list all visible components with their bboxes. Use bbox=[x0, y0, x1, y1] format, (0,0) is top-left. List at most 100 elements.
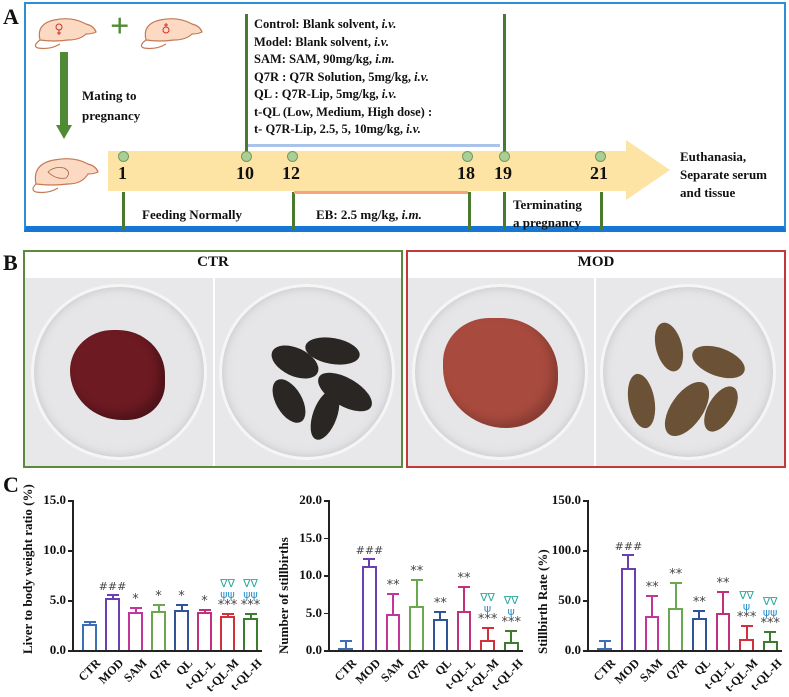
eb-period-line bbox=[294, 191, 468, 194]
liver-specimen bbox=[443, 318, 558, 428]
error-cap bbox=[129, 607, 142, 609]
y-tick-label: 20.0 bbox=[299, 492, 322, 507]
day19-dot bbox=[499, 151, 510, 162]
y-tick-mark bbox=[583, 550, 587, 552]
x-tick-label: Q7R bbox=[662, 656, 690, 683]
error-cap bbox=[198, 609, 211, 611]
y-tick-mark bbox=[583, 650, 587, 652]
panel-label-b: B bbox=[3, 250, 18, 275]
panel-a-timeline bbox=[24, 2, 786, 232]
panel-label-a: A bbox=[3, 4, 19, 29]
ctr-photo-panel: CTR bbox=[23, 250, 403, 468]
error-bar bbox=[603, 640, 606, 648]
y-tick-label: 50.0 bbox=[558, 592, 581, 607]
significance-nabla: ∇∇ bbox=[480, 590, 495, 604]
significance-star: * bbox=[155, 589, 162, 604]
error-cap bbox=[387, 593, 400, 595]
y-tick-label: 150.0 bbox=[551, 492, 581, 507]
significance-star: ** bbox=[433, 596, 447, 611]
error-cap bbox=[175, 604, 188, 606]
error-cap bbox=[152, 604, 165, 606]
day10-marker-line bbox=[245, 14, 248, 154]
treatment-item: Q7R : Q7R Solution, 5mg/kg, i.v. bbox=[254, 69, 429, 84]
timeline-arrowhead bbox=[626, 140, 670, 200]
error-bar bbox=[651, 595, 654, 616]
significance-star: ** bbox=[692, 595, 706, 610]
y-axis bbox=[72, 500, 74, 650]
significance-psi: ψψ bbox=[762, 606, 778, 619]
bar bbox=[362, 566, 377, 650]
significance-star: ** bbox=[457, 570, 471, 586]
treatment-item: t-QL (Low, Medium, High dose) : bbox=[254, 104, 433, 119]
bar bbox=[503, 641, 519, 650]
significance-star: *** bbox=[240, 598, 261, 613]
significance-nabla: ∇∇ bbox=[762, 595, 778, 608]
day10-dot bbox=[241, 151, 252, 162]
y-axis-label: Liver to body weight ratio (%) bbox=[20, 484, 35, 654]
bar bbox=[105, 598, 120, 650]
error-bar bbox=[368, 557, 371, 566]
mating-label: Mating to pregnancy bbox=[82, 86, 140, 126]
error-bar bbox=[180, 604, 183, 610]
mod-photo-panel: MOD bbox=[406, 250, 786, 468]
eb-label: EB: 2.5 mg/kg, i.m. bbox=[316, 207, 422, 222]
day1-marker-line bbox=[122, 192, 125, 230]
y-axis-label: Number of stillbirths bbox=[276, 537, 291, 654]
significance-psi: ψψ bbox=[243, 588, 258, 601]
error-bar bbox=[745, 625, 748, 639]
error-cap bbox=[363, 557, 376, 560]
day19-lower-marker-line bbox=[503, 192, 506, 230]
plus-icon: + bbox=[110, 8, 130, 45]
significance-star: * bbox=[132, 592, 139, 607]
y-tick-mark bbox=[68, 500, 72, 502]
x-tick-label: Q7R bbox=[403, 656, 431, 683]
error-bar bbox=[698, 610, 701, 618]
bar bbox=[128, 612, 143, 650]
error-bar bbox=[769, 631, 772, 641]
error-bar bbox=[134, 607, 137, 612]
treatment-period-line bbox=[248, 144, 500, 147]
significance-nabla: ∇∇ bbox=[503, 593, 519, 607]
error-cap bbox=[764, 631, 777, 633]
y-tick-mark bbox=[324, 537, 328, 539]
error-bar bbox=[415, 578, 418, 606]
y-tick-label: 5.0 bbox=[305, 604, 322, 620]
treatment-list: Control: Blank solvent, i.v. Model: Blan… bbox=[254, 16, 432, 139]
error-cap bbox=[434, 611, 447, 613]
ctr-liver-photo bbox=[25, 278, 213, 466]
significance-star: ** bbox=[410, 563, 424, 579]
x-axis bbox=[328, 650, 523, 652]
x-tick-label: Q7R bbox=[145, 656, 173, 683]
feeding-label: Feeding Normally bbox=[142, 207, 243, 222]
error-bar bbox=[157, 604, 160, 611]
y-tick-label: 5.0 bbox=[49, 592, 66, 607]
pregnant-rat-icon bbox=[32, 158, 99, 194]
down-arrow-icon bbox=[56, 125, 72, 139]
day18-marker-line bbox=[468, 192, 471, 230]
y-tick-mark bbox=[68, 650, 72, 652]
significance-star: ** bbox=[669, 567, 683, 582]
error-bar bbox=[721, 591, 724, 613]
y-axis-label: Stillbirth Rate (%) bbox=[535, 549, 550, 654]
error-cap bbox=[693, 610, 706, 612]
y-tick-mark bbox=[583, 500, 587, 502]
error-cap bbox=[598, 640, 611, 642]
significance-psi: ψ bbox=[483, 601, 492, 615]
significance-star: ** bbox=[386, 578, 400, 593]
significance-nabla: ∇∇ bbox=[220, 577, 235, 590]
mod-feces-photo bbox=[596, 278, 784, 466]
day21-marker-line bbox=[600, 192, 603, 230]
day1-dot bbox=[118, 151, 129, 162]
bar bbox=[715, 613, 731, 650]
error-cap bbox=[740, 625, 753, 627]
day21-dot bbox=[595, 151, 606, 162]
y-tick-mark bbox=[324, 575, 328, 577]
day-label: 12 bbox=[282, 163, 300, 183]
day12-dot bbox=[287, 151, 298, 162]
day19-marker-line bbox=[503, 14, 506, 154]
treatment-item: SAM: SAM, 90mg/kg, i.m. bbox=[254, 52, 395, 66]
y-tick-label: 15.0 bbox=[43, 492, 66, 507]
